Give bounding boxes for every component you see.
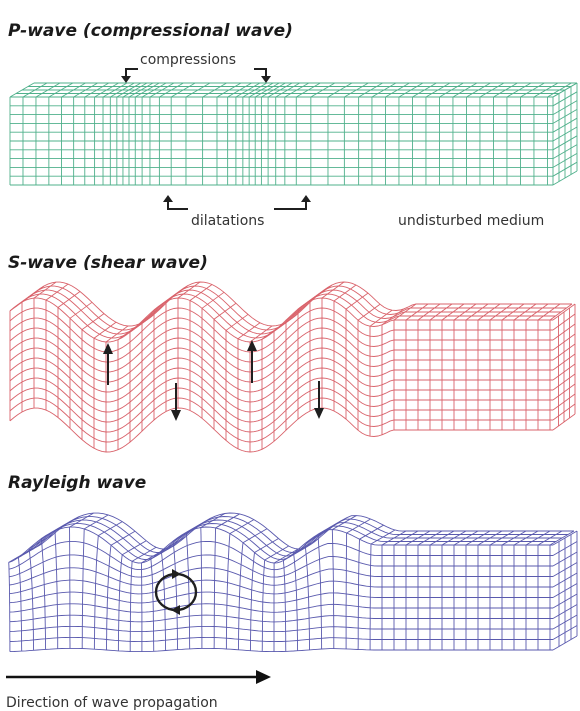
grid-line [9, 347, 553, 393]
undisturbed-medium-label: undisturbed medium [398, 213, 544, 229]
grid-line [9, 591, 553, 604]
grid-line [293, 553, 299, 651]
grid-line [9, 327, 553, 373]
grid-line [14, 523, 556, 560]
rayleigh-wave-section: Rayleigh wave [8, 473, 578, 653]
grid-line [9, 567, 553, 586]
grid-line [17, 557, 23, 652]
grid-line [282, 560, 287, 652]
grid-line [317, 534, 323, 649]
s-wave-arrow-down-1 [171, 383, 181, 421]
grid-line [9, 337, 553, 383]
compression-arrow-right [254, 68, 271, 83]
grid-line [9, 647, 553, 653]
grid-line [93, 535, 99, 650]
grid-line [9, 317, 553, 363]
compression-arrow-left [121, 68, 138, 83]
grid-line [9, 625, 553, 633]
p-wave-title: P-wave (compressional wave) [8, 21, 293, 41]
grid-line [213, 527, 217, 649]
grid-line [9, 636, 553, 643]
grid-line [32, 512, 574, 550]
grid-line [9, 377, 553, 423]
grid-line [20, 519, 562, 557]
grid-line [225, 533, 231, 649]
grid-line [249, 552, 255, 651]
grid-line [9, 307, 553, 353]
propagation-arrow [6, 670, 271, 684]
grid-line [9, 603, 553, 613]
s-wave-grid [9, 281, 576, 453]
rayleigh-wave-grid [8, 512, 578, 653]
dilatation-arrow-right [274, 195, 311, 210]
s-wave-arrow-up-2 [247, 340, 257, 383]
grid-line [150, 559, 155, 652]
s-wave-section: S-wave (shear wave) [8, 253, 576, 453]
compressions-label: compressions [140, 52, 236, 68]
grid-line [54, 530, 59, 649]
grid-line [345, 533, 348, 649]
grid-line [8, 540, 553, 571]
s-wave-arrow-up-1 [103, 343, 113, 385]
grid-line [117, 554, 123, 651]
dilatation-arrow-left [163, 195, 188, 210]
grid-line [9, 614, 553, 623]
grid-line [9, 367, 553, 413]
grid-line [9, 387, 553, 433]
grid-line [261, 559, 266, 652]
s-wave-title: S-wave (shear wave) [8, 253, 208, 273]
grid-line [9, 357, 553, 403]
grid-line [185, 532, 191, 649]
grid-line [140, 562, 143, 652]
grid-line [331, 529, 335, 649]
grid-line [15, 293, 556, 339]
grid-line [26, 285, 567, 331]
p-wave-grid [9, 82, 578, 186]
grid-line [9, 397, 553, 443]
grid-line [9, 579, 553, 595]
grid-line [26, 516, 568, 553]
grid-line [9, 407, 553, 453]
dilatations-label: dilatations [191, 213, 264, 229]
grid-line [369, 543, 372, 650]
grid-line [200, 527, 203, 649]
grid-line [106, 545, 112, 650]
s-wave-arrow-down-2 [314, 381, 324, 419]
grid-line [28, 548, 35, 651]
grid-line [8, 562, 11, 652]
grid-line [81, 528, 85, 649]
propagation-label: Direction of wave propagation [6, 695, 218, 711]
grid-line [357, 539, 360, 650]
grid-line [172, 541, 179, 650]
p-wave-section: P-wave (compressional wave) compressions… [8, 21, 578, 229]
grid-line [129, 561, 133, 652]
grid-line [237, 542, 244, 650]
grid-line [20, 289, 561, 335]
rayleigh-wave-title: Rayleigh wave [8, 473, 146, 493]
grid-line [31, 281, 572, 327]
grid-line [304, 543, 310, 650]
grid-line [69, 527, 71, 649]
grid-line [40, 538, 47, 650]
grid-line [9, 554, 553, 578]
rayleigh-particle-motion-circle [154, 569, 198, 615]
grid-line [160, 550, 167, 651]
grid-line [8, 526, 553, 564]
